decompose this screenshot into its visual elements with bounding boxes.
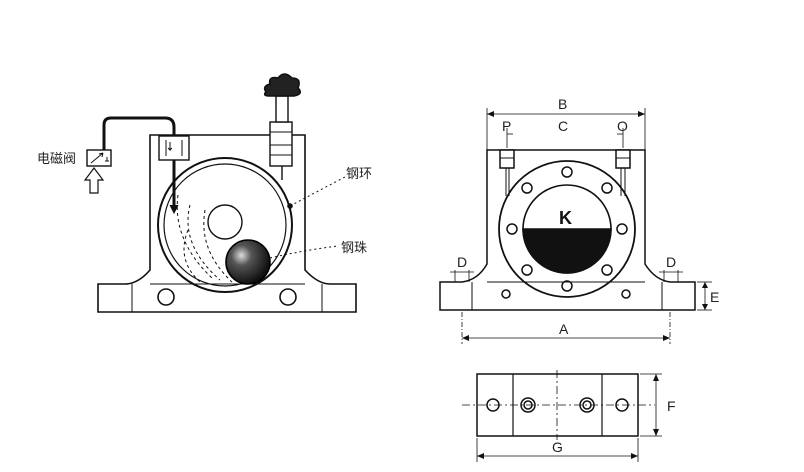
port-p [499,149,515,169]
ring-leader [289,176,346,207]
motion-path-1 [176,194,213,279]
ball-label: 钢珠 [341,241,367,256]
port-o-label: O [617,118,628,134]
air-pipe [102,116,176,150]
steel-ball [225,239,271,285]
vibrator-base-view [462,370,662,462]
dim-b-label: B [558,96,567,112]
outlet-fitting [269,121,293,167]
dim-e-label: E [710,289,719,305]
center-hub [207,204,243,240]
dim-d-left-label: D [457,254,467,270]
vibrator-cross-section [83,73,357,313]
ball-leader [269,245,339,259]
mount-hole-left [157,288,175,306]
dim-g-label: G [552,439,563,455]
flange-outer [498,160,636,298]
muffler-icon [263,73,302,97]
dim-c-label: C [558,118,568,134]
motion-path-3 [203,209,233,283]
solenoid-valve-icon [86,149,112,167]
mount-hole-right [279,288,297,306]
steel-ring-outer [157,157,293,293]
housing-body [97,134,357,313]
steel-ring-inner [163,163,287,287]
solenoid-label: 电磁阀 [37,152,76,167]
motion-path-2 [187,204,221,281]
ring-label: 钢环 [346,167,372,182]
input-arrow-icon [83,167,105,194]
port-o [615,149,631,169]
dim-a-label: A [559,321,569,337]
dim-d-right-label: D [666,254,676,270]
vibrator-front-view [439,108,712,344]
port-p-label: P [502,118,511,134]
inlet-fitting [158,135,190,161]
chamber-k-label: K [559,208,572,228]
dim-f-label: F [667,398,676,414]
chamber-fill [522,228,612,274]
